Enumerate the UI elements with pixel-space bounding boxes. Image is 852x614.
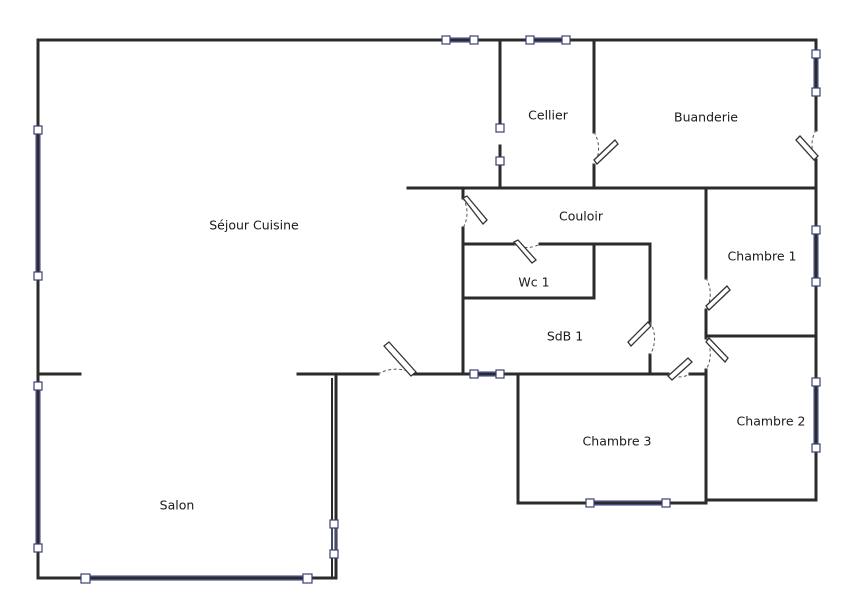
window-node (469, 35, 479, 45)
walls (36, 38, 818, 580)
room-label-sdb1: SdB 1 (546, 328, 584, 344)
window-node (661, 498, 671, 508)
window-node (302, 573, 313, 584)
room-label-cellier: Cellier (528, 107, 568, 123)
window-node (585, 498, 595, 508)
window-node (80, 573, 91, 584)
window-node (329, 519, 339, 529)
room-label-chambre3: Chambre 3 (582, 433, 652, 449)
window-node (33, 543, 43, 553)
door-buanderie (795, 129, 819, 161)
door-chambre2 (705, 336, 729, 371)
window-node (495, 369, 505, 379)
window-node (811, 443, 821, 453)
window-node (469, 369, 479, 379)
window-node (811, 277, 821, 287)
window-node (495, 123, 505, 133)
window-node (495, 156, 505, 166)
window-node (33, 381, 43, 391)
door-sdb (627, 321, 656, 356)
room-label-wc1: Wc 1 (518, 274, 550, 290)
window-node (329, 549, 339, 559)
room-label-chambre1: Chambre 1 (727, 248, 797, 264)
door-couloir-left (462, 195, 488, 229)
room-label-sejour-cuisine: Séjour Cuisine (209, 217, 299, 233)
door-wc (512, 239, 541, 264)
window-node (33, 271, 43, 281)
window-node (561, 35, 571, 45)
window-node (811, 377, 821, 387)
door-chambre1 (705, 277, 731, 311)
window-node (811, 87, 821, 97)
door-cellier (593, 131, 619, 166)
room-label-salon: Salon (159, 497, 195, 513)
window-node (811, 225, 821, 235)
room-label-buanderie: Buanderie (673, 109, 739, 125)
door-chambre3 (667, 357, 693, 381)
room-label-couloir: Couloir (558, 208, 604, 224)
room-label-chambre2: Chambre 2 (736, 413, 806, 429)
window-node (525, 35, 535, 45)
windows (33, 35, 821, 584)
door-entrance (377, 341, 417, 377)
window-node (811, 49, 821, 59)
window-node (441, 35, 451, 45)
window-node (33, 125, 43, 135)
doors (377, 129, 819, 381)
